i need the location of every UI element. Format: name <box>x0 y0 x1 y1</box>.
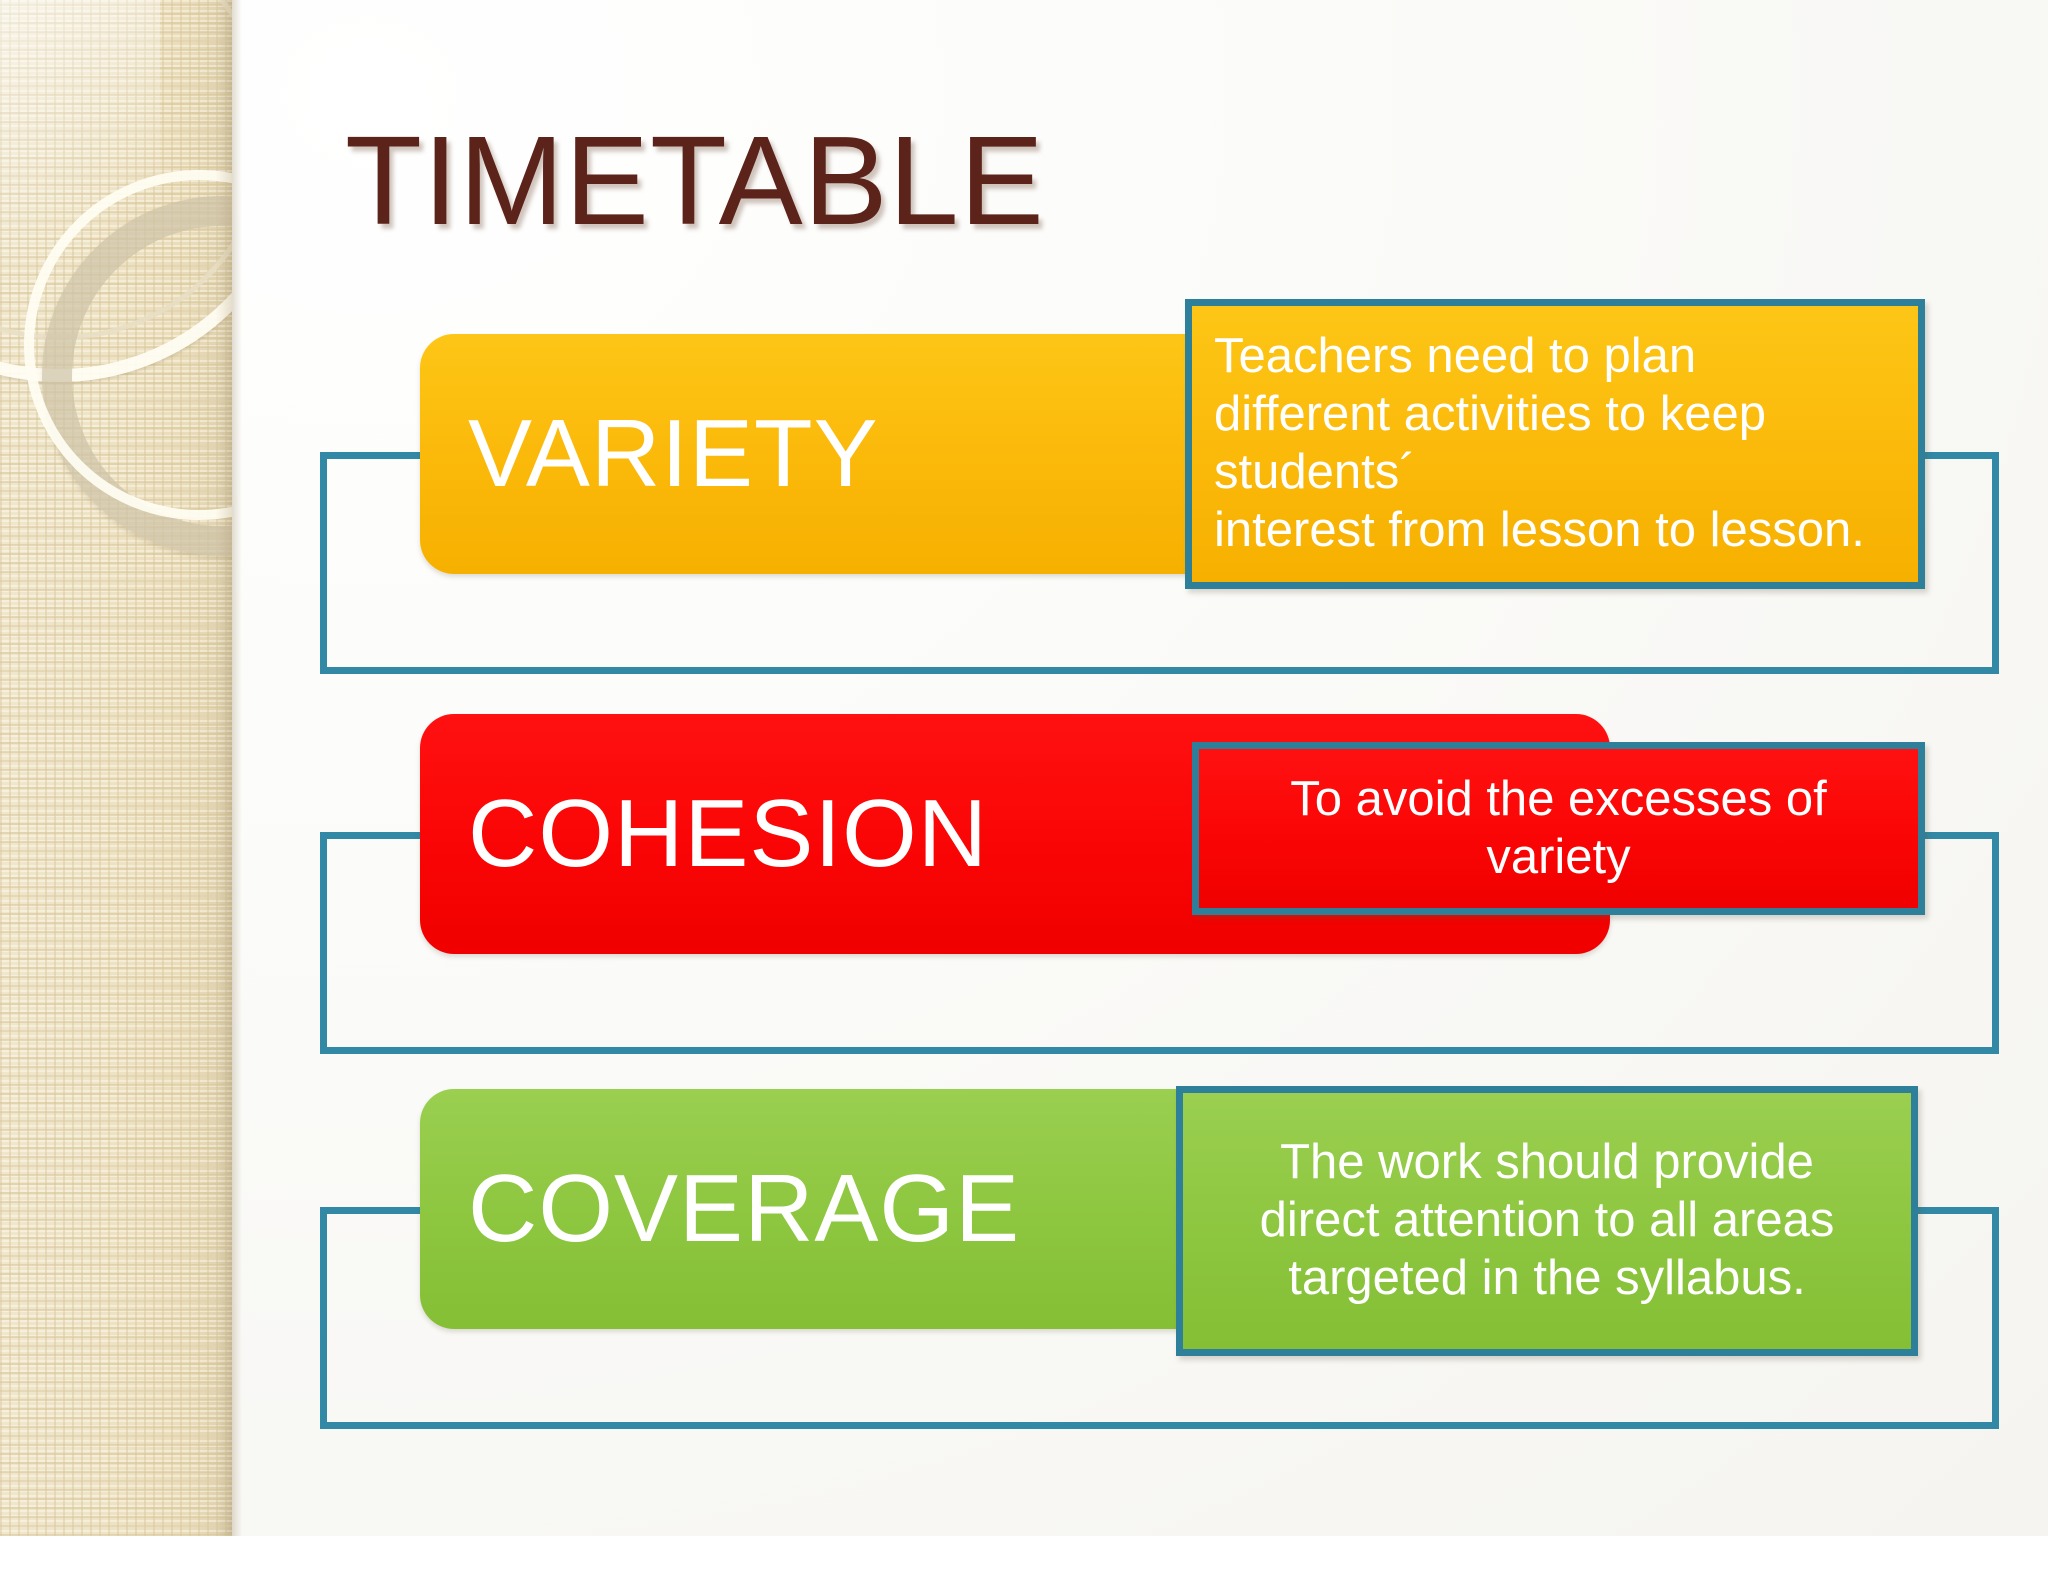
category-label-coverage: COVERAGE <box>468 1155 1021 1262</box>
sidebar-edge-shadow <box>232 0 242 1536</box>
content-row-variety: VARIETY Teachers need to plan different … <box>0 299 2048 820</box>
callout-cohesion[interactable]: To avoid the excesses of variety <box>1192 742 1925 915</box>
callout-variety[interactable]: Teachers need to plan different activiti… <box>1185 299 1925 589</box>
callout-line: targeted in the syllabus. <box>1288 1250 1806 1305</box>
callout-line: direct attention to all areas <box>1259 1193 1835 1248</box>
callout-line: students´ <box>1214 445 1416 499</box>
callout-line: different activities to keep <box>1214 387 1767 442</box>
callout-line: The work should provide <box>1280 1135 1814 1190</box>
category-label-variety: VARIETY <box>468 400 879 507</box>
sidebar-right-shade <box>216 0 232 1536</box>
callout-line: To avoid the excesses of <box>1290 771 1827 826</box>
slide-canvas: TIMETABLE VARIETY Teachers need to plan … <box>0 0 2048 1536</box>
callout-line: interest from lesson to lesson. <box>1214 502 1865 557</box>
page-title: TIMETABLE <box>345 110 1045 251</box>
content-row-coverage: COVERAGE The work should provide direct … <box>0 1086 2048 1575</box>
callout-coverage[interactable]: The work should provide direct attention… <box>1176 1086 1918 1356</box>
callout-line: variety <box>1486 829 1631 884</box>
decorative-sidebar <box>0 0 232 1536</box>
category-label-cohesion: COHESION <box>468 780 989 887</box>
content-row-cohesion: COHESION To avoid the excesses of variet… <box>0 714 2048 1200</box>
callout-line: Teachers need to plan <box>1214 329 1697 384</box>
